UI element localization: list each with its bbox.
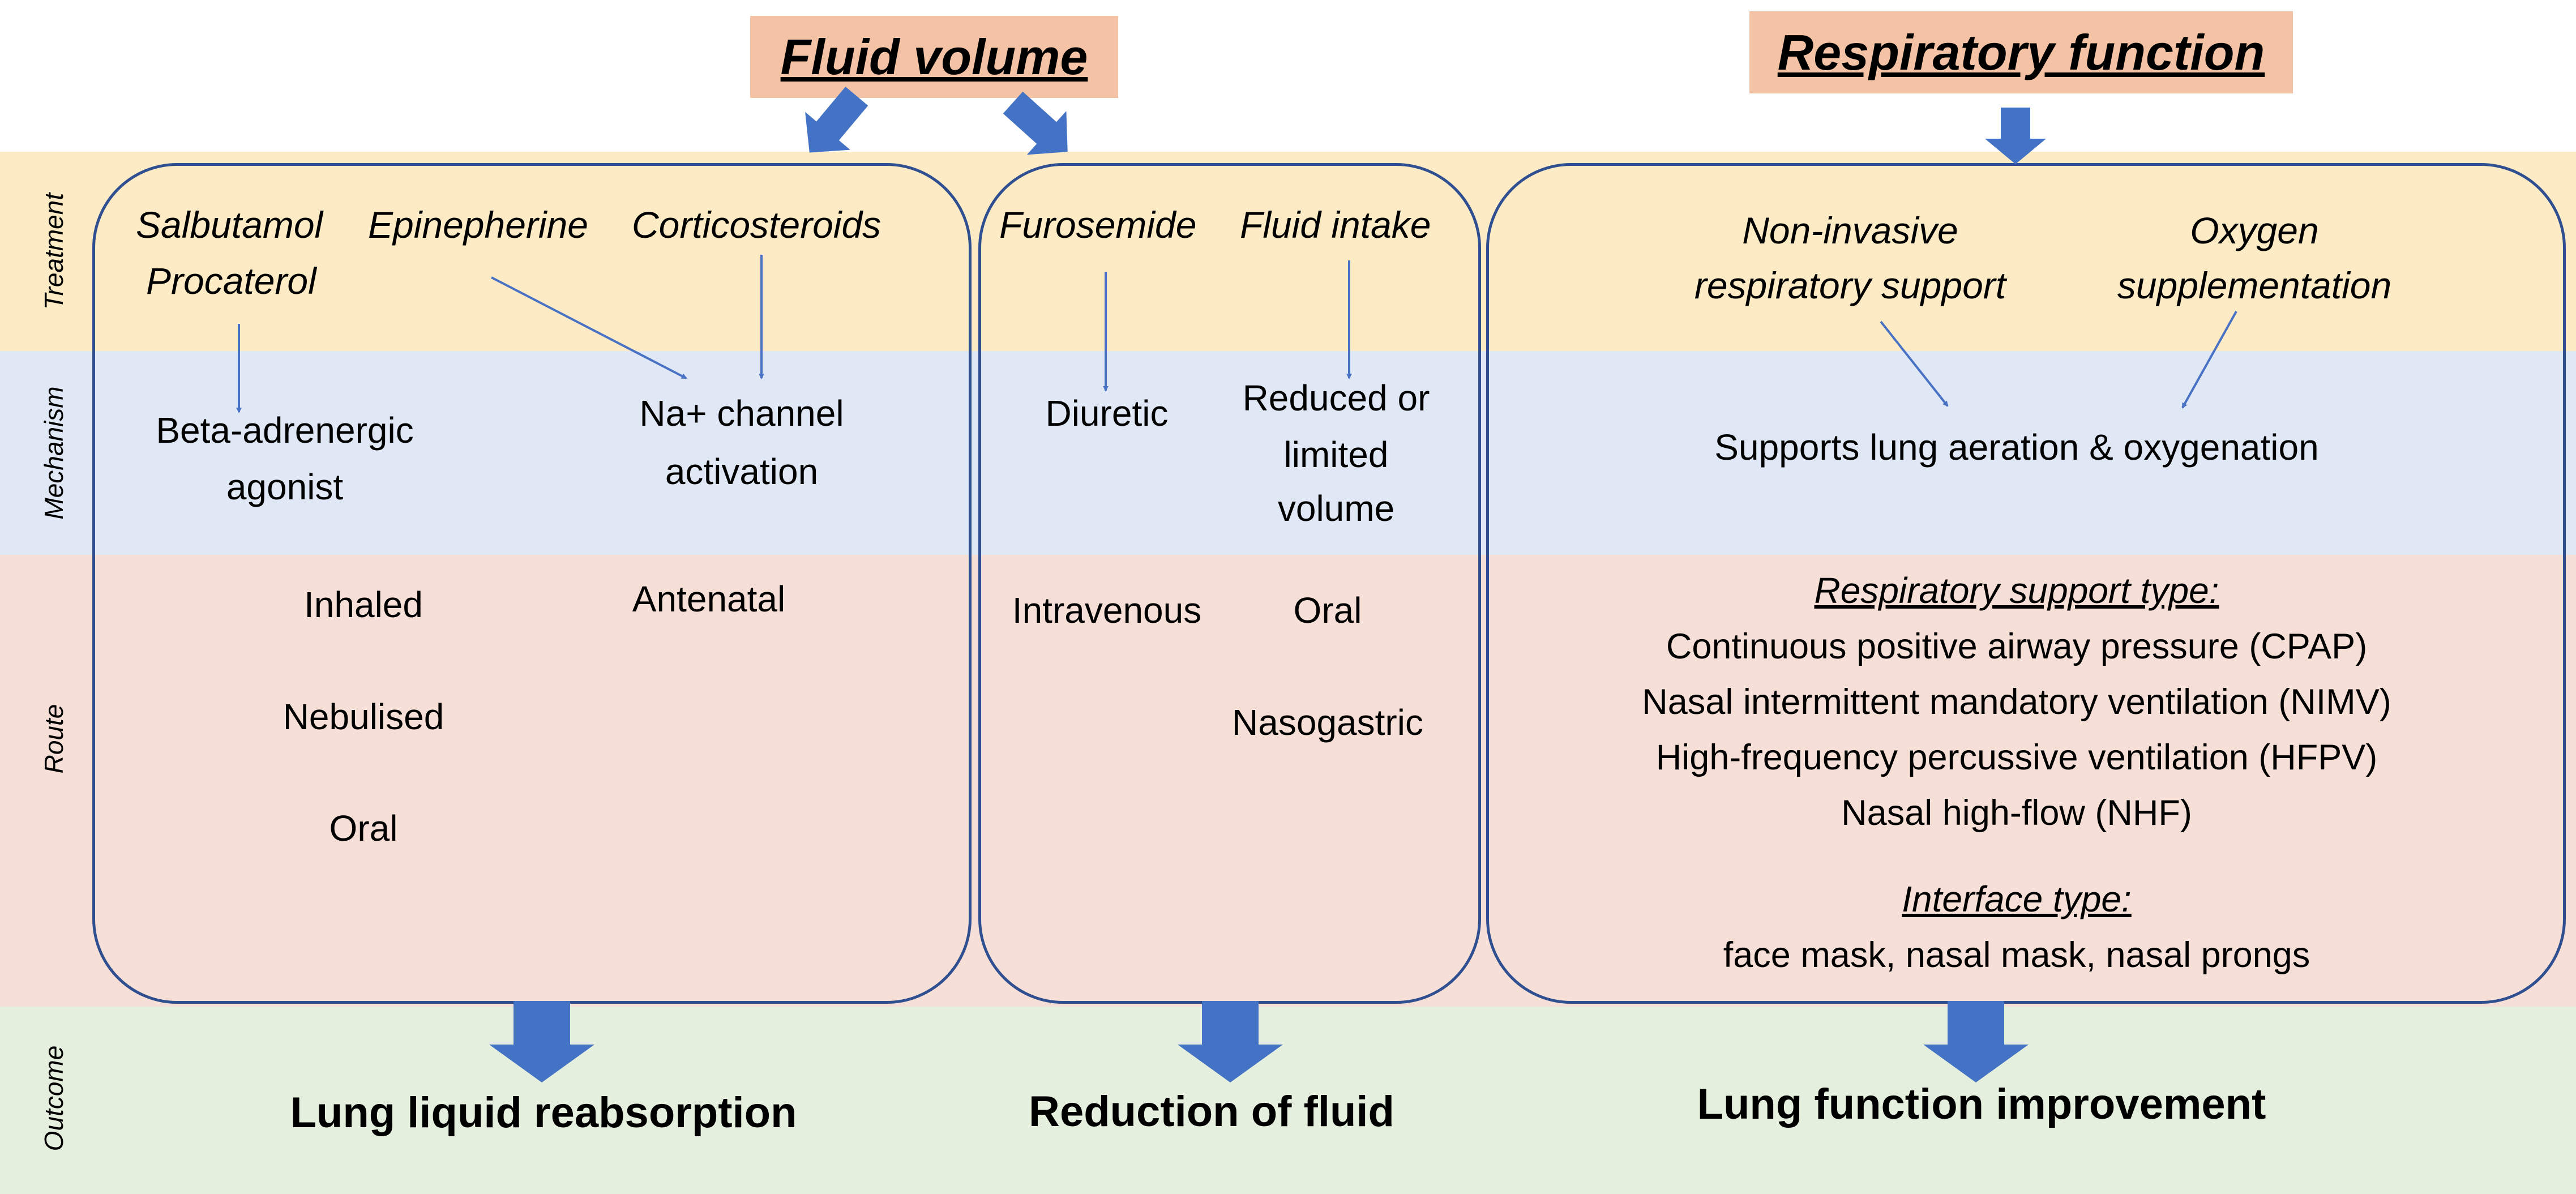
block-arrow-outcome-1 <box>489 1001 594 1082</box>
outcome-reduction-of-fluid: Reduction of fluid <box>1029 1088 1394 1136</box>
mechanism-reduced-line1: Reduced or <box>1242 378 1430 418</box>
mechanism-na-line2: activation <box>665 451 819 492</box>
treatment-epinepherine: Epinepherine <box>368 204 588 246</box>
thin-arrow-niv-to-supports <box>1880 320 1949 407</box>
treatment-niv-line2: respiratory support <box>1694 264 2006 306</box>
support-type-hfpv: High-frequency percussive ventilation (H… <box>1655 738 2378 777</box>
interface-type-heading: Interface type: <box>1902 879 2132 919</box>
route-band <box>0 555 2576 1007</box>
treatment-oxygen-line1: Oxygen <box>2190 209 2319 251</box>
thin-arrow-epinepherine-to-na <box>491 276 687 379</box>
mechanism-supports-lung: Supports lung aeration & oxygenation <box>1714 427 2319 468</box>
route-nasogastric: Nasogastric <box>1232 702 1423 743</box>
block-arrow-outcome-2 <box>1178 1001 1283 1082</box>
outcome-band <box>0 1007 2576 1194</box>
treatment-procaterol: Procaterol <box>146 260 316 302</box>
treatment-salbutamol: Salbutamol <box>136 204 323 246</box>
treatment-oxygen-line2: supplementation <box>2117 264 2392 306</box>
route-oral-2: Oral <box>1293 590 1362 631</box>
block-arrow-right-diagonal <box>1003 91 1068 155</box>
mechanism-beta-line1: Beta-adrenergic <box>156 410 414 451</box>
support-type-nhf: Nasal high-flow (NHF) <box>1841 793 2192 833</box>
group-box-respiratory-support <box>1486 163 2566 1004</box>
block-arrow-outcome-3 <box>1923 1001 2029 1082</box>
route-inhaled: Inhaled <box>304 584 423 625</box>
thin-arrow-oxygen-to-supports <box>2181 311 2237 409</box>
mechanism-reduced-line2: limited <box>1283 434 1389 475</box>
treatment-furosemide: Furosemide <box>999 204 1197 246</box>
respiratory-function-header: Respiratory function <box>1749 11 2293 93</box>
fluid-volume-header-text: Fluid volume <box>780 28 1088 85</box>
route-nebulised: Nebulised <box>283 696 444 737</box>
mechanism-band <box>0 351 2576 555</box>
respiratory-support-heading: Respiratory support type: <box>1814 570 2219 611</box>
mechanism-reduced-line3: volume <box>1277 488 1395 529</box>
treatment-niv-line1: Non-invasive <box>1742 209 1958 251</box>
route-oral-1: Oral <box>329 808 398 849</box>
fluid-volume-header: Fluid volume <box>750 16 1118 98</box>
support-type-cpap: Continuous positive airway pressure (CPA… <box>1666 627 2368 666</box>
mechanism-diuretic: Diuretic <box>1045 393 1169 434</box>
outcome-lung-function-improvement: Lung function improvement <box>1697 1080 2266 1128</box>
treatment-fluid-intake: Fluid intake <box>1240 204 1431 246</box>
route-antenatal: Antenatal <box>632 579 786 619</box>
mechanism-beta-line2: agonist <box>226 467 344 507</box>
mechanism-na-line1: Na+ channel <box>639 393 844 434</box>
block-arrow-left-diagonal <box>805 87 868 153</box>
treatment-band <box>0 152 2576 351</box>
route-intravenous: Intravenous <box>1012 590 1202 631</box>
respiratory-function-header-text: Respiratory function <box>1777 24 2265 80</box>
outcome-lung-liquid-reabsorption: Lung liquid reabsorption <box>290 1089 797 1137</box>
interface-types: face mask, nasal mask, nasal prongs <box>1723 935 2310 975</box>
support-type-nimv: Nasal intermittent mandatory ventilation… <box>1642 682 2391 722</box>
treatment-corticosteroids: Corticosteroids <box>632 204 882 246</box>
block-arrow-respiratory-down <box>1985 108 2046 164</box>
